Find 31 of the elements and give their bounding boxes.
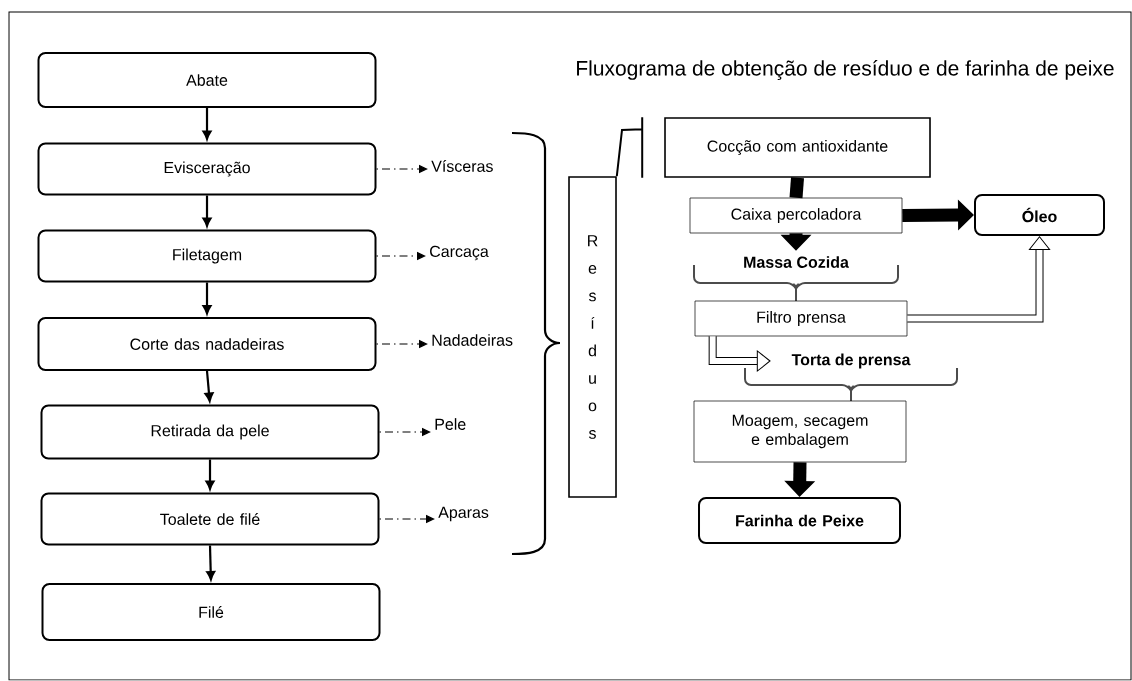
process-box: Filtro prensa [694,300,908,337]
residue-label: Pele [435,418,466,430]
arrow [615,116,644,179]
arrow [202,195,212,227]
arrow [202,282,212,315]
arrow [204,370,214,402]
product-box: Óleo [974,194,1105,236]
residue-label: Aparas [438,506,489,522]
process-box: Filé [41,583,381,641]
title: Fluxograma de obtenção de resíduo e de farinha de peixe [577,60,1114,80]
arrow [907,236,1051,323]
arrow [205,459,215,490]
vertical-box: R e s í d u o s [568,176,617,498]
process-box: Cocção com antioxidante [664,117,931,178]
residue-label: Nadadeiras [432,334,513,346]
process-box: Abate [37,52,377,108]
process-box: Corte das nadadeiras [37,317,377,371]
process-box: Filetagem [37,229,377,283]
residue-label: Vísceras [431,160,493,172]
product-label: Massa Cozida [744,256,849,268]
process-box: Evisceração [37,142,377,196]
arrow [202,108,212,140]
process-box: Caixa percoladora [689,197,903,234]
arrow [206,545,216,581]
process-box: Moagem, secagem e embalagem [693,400,907,463]
residue-label: Carcaça [430,245,489,261]
arrow [708,336,771,372]
product-label: Torta de prensa [791,353,911,369]
process-box: Toalete de filé [40,492,380,546]
product-box: Farinha de Peixe [698,497,901,544]
process-box: Retirada da pele [40,404,380,460]
